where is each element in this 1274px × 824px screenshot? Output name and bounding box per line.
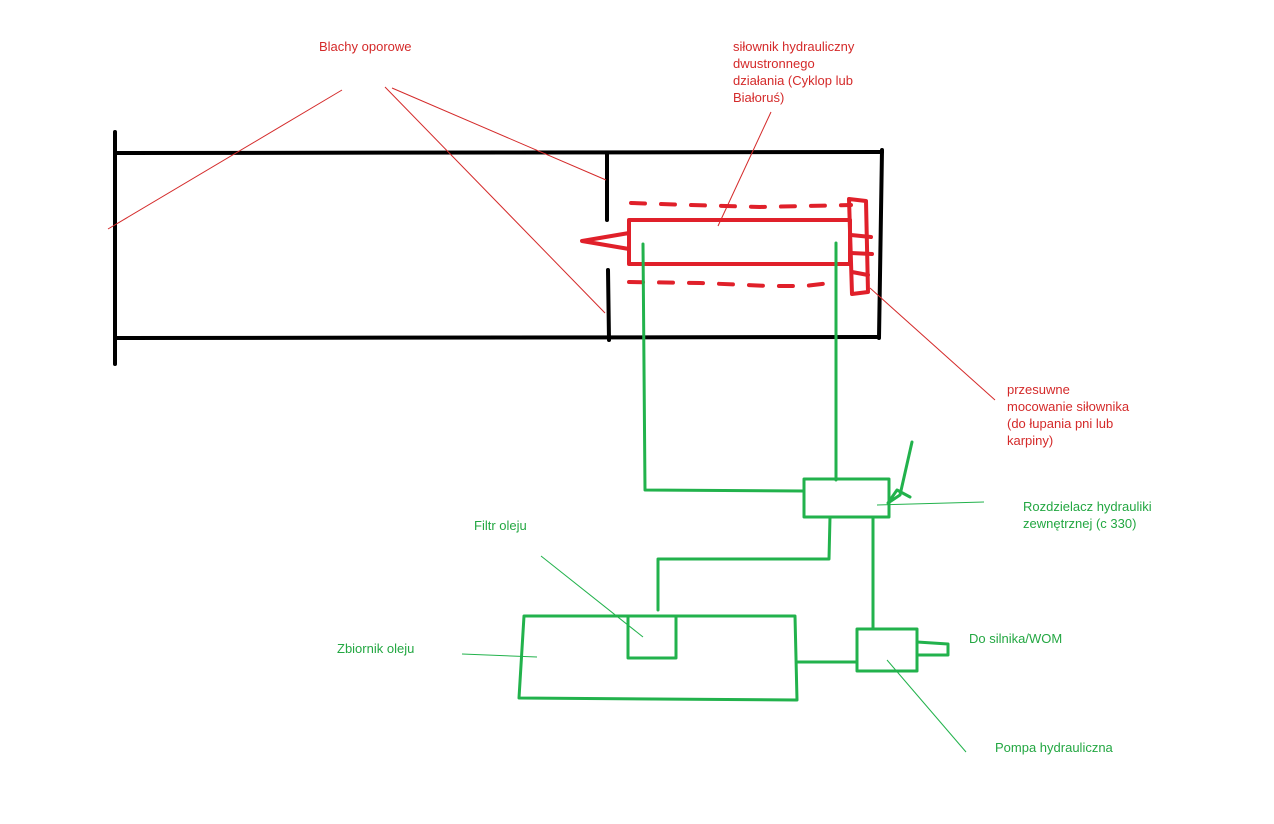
hydraulic-cylinder [580, 197, 874, 296]
distributor-block [802, 477, 891, 519]
pointer-sliding-mount [869, 287, 996, 401]
sliding-guide-lower [627, 280, 840, 288]
distributor-lever [886, 440, 914, 505]
hose-distributor-to-filter [656, 515, 832, 612]
mount-cross-2 [849, 251, 874, 256]
hydraulic-pump [855, 627, 919, 673]
frame-right-end [877, 148, 884, 340]
pointer-filter [540, 555, 644, 638]
oil-tank [517, 614, 799, 702]
label-to-engine: Do silnika/WOM [969, 631, 1063, 646]
label-sliding-mount: przesuwne mocowanie siłownika (do łupani… [1007, 382, 1130, 448]
annotation-lines-green [461, 501, 985, 753]
pointer-tank [461, 653, 538, 658]
oil-filter [626, 614, 678, 660]
pointer-plate-left [107, 89, 343, 230]
hydraulic-circuit [517, 241, 950, 702]
frame-top-rail [115, 150, 884, 155]
label-cylinder: siłownik hydrauliczny dwustronnego dział… [733, 39, 855, 105]
pointer-plate-right [391, 87, 607, 181]
mount-cross-1 [849, 233, 873, 239]
annotation-lines-red [107, 86, 996, 401]
mount-cross-3 [850, 270, 870, 277]
label-pump: Pompa hydrauliczna [995, 740, 1113, 755]
label-oil-filter: Filtr oleju [474, 518, 527, 533]
label-oil-tank: Zbiornik oleju [337, 641, 415, 656]
frame-divider-lower [606, 268, 611, 342]
pointer-distributor [876, 501, 985, 506]
label-support-plates: Blachy oporowe [319, 39, 412, 54]
pointer-plate-mid [384, 86, 606, 314]
cylinder-end-mount [847, 197, 870, 296]
splitter-frame [113, 130, 884, 366]
pointer-pump [886, 659, 967, 753]
sliding-guide-upper [629, 201, 853, 209]
hose-cylinder-to-distributor-a [641, 242, 806, 493]
label-distributor: Rozdzielacz hydrauliki zewnętrznej (c 33… [1023, 499, 1152, 531]
pump-drive-shaft [915, 640, 950, 657]
frame-bottom-rail [115, 335, 881, 340]
cylinder-body [627, 218, 852, 266]
splitting-wedge [580, 231, 631, 251]
